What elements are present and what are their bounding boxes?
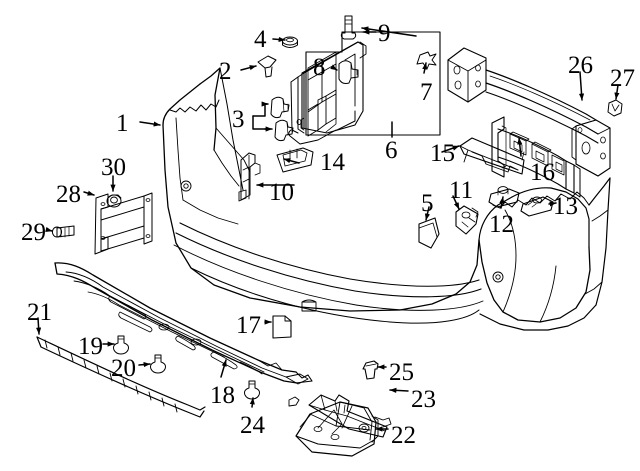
part-lower-filler-15 xyxy=(459,137,525,175)
callout-17[interactable]: 17 xyxy=(236,312,261,339)
callout-6[interactable]: 6 xyxy=(385,137,398,164)
callout-25[interactable]: 25 xyxy=(389,359,414,386)
callout-27[interactable]: 27 xyxy=(610,65,635,92)
part-screw-20 xyxy=(150,354,166,374)
callout-14[interactable]: 14 xyxy=(320,149,345,176)
callout-21[interactable]: 21 xyxy=(27,299,52,326)
callout-4[interactable]: 4 xyxy=(254,26,267,53)
callout-22[interactable]: 22 xyxy=(391,422,416,449)
part-bolt-long-9 xyxy=(340,15,357,40)
callout-24[interactable]: 24 xyxy=(240,412,265,439)
part-grommet-30 xyxy=(106,194,122,208)
callout-16[interactable]: 16 xyxy=(530,159,555,186)
callout-26[interactable]: 26 xyxy=(568,52,593,79)
part-side-bracket xyxy=(238,152,261,202)
part-bolt-flange-8 xyxy=(338,60,359,84)
part-clip-flag-7 xyxy=(416,51,437,70)
callout-5[interactable]: 5 xyxy=(421,190,434,217)
callout-20[interactable]: 20 xyxy=(111,355,136,382)
part-clip-retainer-11 xyxy=(455,205,479,235)
part-impact-bar-26 xyxy=(447,47,611,177)
callout-leader-3-bracket xyxy=(252,101,273,132)
callout-9[interactable]: 9 xyxy=(378,20,391,47)
callout-11[interactable]: 11 xyxy=(449,177,474,204)
part-bolt-hex-29 xyxy=(51,225,75,238)
part-clip-wedge-2 xyxy=(257,55,277,78)
part-lower-valance xyxy=(54,262,313,385)
part-fragment-left xyxy=(288,396,300,407)
part-plug-pin-25 xyxy=(362,360,379,380)
part-screw-24 xyxy=(244,380,260,400)
part-screw-19 xyxy=(113,335,129,355)
callout-23[interactable]: 23 xyxy=(411,386,436,413)
part-bumper-cover xyxy=(162,67,611,331)
part-nut-cap-4 xyxy=(282,36,298,48)
callout-leaders xyxy=(36,26,620,432)
part-bracket-clip-14 xyxy=(276,147,314,173)
part-tow-hook-bracket-22 xyxy=(295,401,379,457)
callout-29[interactable]: 29 xyxy=(21,219,46,246)
part-bracket-small-5 xyxy=(418,217,440,249)
part-nut-small-27 xyxy=(607,99,623,117)
callout-30[interactable]: 30 xyxy=(101,154,126,181)
part-cover-cap-17 xyxy=(272,315,292,339)
part-clip-flat-13 xyxy=(520,196,554,217)
callout-28[interactable]: 28 xyxy=(56,181,81,208)
callout-18[interactable]: 18 xyxy=(210,382,235,409)
part-absorber-panel-6 xyxy=(288,41,367,145)
part-screws-pair-3 xyxy=(270,96,294,142)
callout-10[interactable]: 10 xyxy=(269,179,294,206)
inset-box-6 xyxy=(305,31,441,136)
callout-8[interactable]: 8 xyxy=(313,54,326,81)
callout-12[interactable]: 12 xyxy=(489,211,514,238)
callout-1[interactable]: 1 xyxy=(116,110,129,137)
callout-2[interactable]: 2 xyxy=(219,58,232,85)
callout-3[interactable]: 3 xyxy=(232,106,245,133)
part-nut-plate-12 xyxy=(488,186,520,208)
part-mount-bracket xyxy=(94,192,153,255)
callout-19[interactable]: 19 xyxy=(78,333,103,360)
callout-15[interactable]: 15 xyxy=(430,140,455,167)
callout-7[interactable]: 7 xyxy=(420,79,433,106)
part-lower-trim-strip xyxy=(36,336,206,418)
callout-13[interactable]: 13 xyxy=(553,193,578,220)
